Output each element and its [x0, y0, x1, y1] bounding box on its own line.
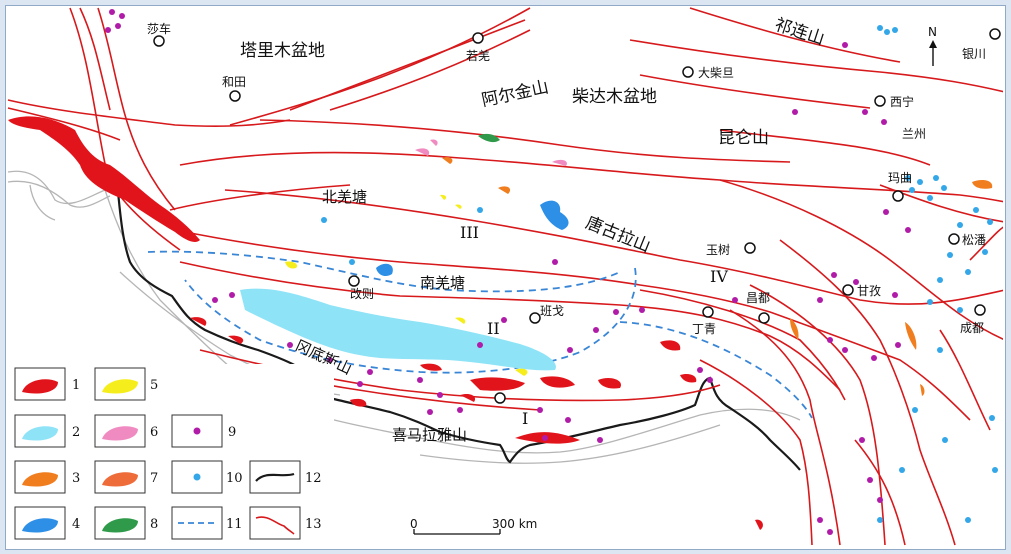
region-tarim: 塔里木盆地: [240, 41, 325, 61]
fault-lines: [7, 7, 1003, 546]
city-songpan: 松潘: [962, 233, 986, 247]
legend-label-6: 6: [150, 425, 158, 440]
zone-iv: IV: [710, 267, 728, 286]
region-kunlun: 昆仑山: [718, 128, 769, 148]
region-himalaya: 喜马拉雅山: [392, 426, 467, 444]
legend-swatch-7: [102, 472, 138, 487]
svg-text:300 km: 300 km: [492, 517, 537, 531]
region-altun: 阿尔金山: [480, 77, 551, 111]
unit8-body: [478, 133, 500, 143]
north-arrow: N: [928, 25, 937, 66]
legend-swatch-12: [255, 472, 295, 482]
legend-swatch-8: [102, 518, 138, 533]
city-lanzhou: 兰州: [902, 127, 926, 141]
purple-dots: [105, 9, 911, 535]
city-dachaidan: 大柴旦: [698, 66, 734, 80]
unit6-bodies: [415, 139, 567, 166]
city-xining: 西宁: [890, 94, 914, 109]
city-gaize: 改则: [350, 287, 374, 301]
legend-label-12: 12: [305, 471, 322, 486]
legend-label-13: 13: [305, 517, 322, 532]
region-north-qiangtang: 北羌塘: [322, 188, 367, 206]
city-maqu: 玛曲: [888, 171, 912, 185]
city-changdu: 昌都: [746, 291, 770, 305]
region-qilian: 祁连山: [772, 15, 827, 50]
legend: 1 2 3 4 5 6 7 8 9 10 11: [12, 364, 334, 542]
city-hetian: 和田: [222, 75, 246, 89]
unit5-bodies: [285, 194, 528, 376]
legend-swatch-2: [22, 426, 58, 441]
blue-dots: [321, 25, 998, 523]
legend-swatch-5: [102, 379, 138, 394]
city-ganzi: 甘孜: [857, 284, 881, 298]
svg-text:0: 0: [410, 517, 418, 531]
legend-swatch-3: [22, 472, 58, 487]
unit4-bodies: [376, 200, 569, 276]
region-tanggula: 唐古拉山: [583, 212, 654, 257]
zone-iii: III: [460, 223, 479, 242]
legend-swatch-10: [193, 473, 201, 481]
svg-text:N: N: [928, 25, 937, 39]
region-south-qiangtang: 南羌塘: [420, 274, 465, 292]
legend-swatch-6: [102, 426, 138, 441]
legend-label-5: 5: [150, 378, 158, 393]
legend-swatch-9: [193, 427, 201, 435]
region-qaidam: 柴达木盆地: [572, 87, 657, 107]
legend-label-7: 7: [150, 471, 158, 486]
legend-swatch-4: [22, 518, 58, 533]
unit3-bodies: [442, 157, 993, 396]
zone-ii: II: [487, 319, 500, 338]
legend-label-4: 4: [72, 517, 80, 532]
legend-label-8: 8: [150, 517, 158, 532]
city-markers: [153, 28, 1001, 404]
city-dingqing: 丁青: [692, 322, 716, 336]
unit2-bodies: [240, 288, 556, 371]
city-yinchuan: 银川: [962, 47, 986, 61]
suture-lines: [147, 250, 813, 419]
legend-label-10: 10: [226, 471, 243, 486]
legend-swatch-1: [22, 379, 58, 394]
legend-label-1: 1: [72, 378, 80, 393]
legend-swatch-13: [255, 516, 295, 535]
zone-i: I: [522, 409, 528, 428]
city-chengdu: 成都: [960, 321, 984, 335]
legend-label-9: 9: [228, 425, 236, 440]
legend-label-2: 2: [72, 425, 80, 440]
city-bange: 班戈: [540, 304, 564, 318]
city-shache: 莎车: [147, 21, 171, 36]
city-yushu: 玉树: [706, 242, 730, 257]
legend-label-3: 3: [72, 471, 80, 486]
scale-bar: 0 300 km: [410, 517, 537, 535]
legend-label-11: 11: [226, 517, 243, 532]
city-ruoqiang: 若羌: [466, 49, 490, 63]
